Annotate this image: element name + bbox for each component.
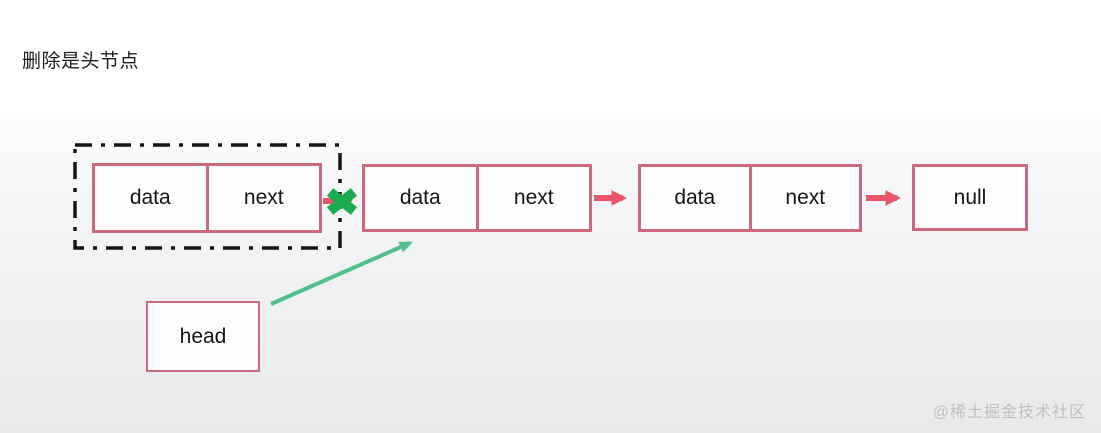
node-data-label: data — [129, 186, 171, 209]
node-data-cell: data — [641, 167, 749, 229]
head-box: head — [146, 301, 260, 372]
node-next-cell: next — [475, 167, 590, 229]
node-data-label: data — [674, 186, 716, 209]
page-title: 删除是头节点 — [22, 51, 140, 72]
watermark: @稀土掘金技术社区 — [932, 404, 1086, 421]
node-next-cell: next — [748, 167, 860, 229]
node-deleted: data next — [92, 163, 322, 233]
node-next-label: next — [243, 186, 284, 209]
null-box: null — [912, 164, 1028, 231]
node-2: data next — [362, 164, 592, 232]
node-3: data next — [638, 164, 862, 232]
node-data-cell: data — [365, 167, 476, 229]
null-label: null — [953, 185, 987, 209]
node-next-label: next — [785, 186, 826, 209]
delete-cross-icon — [326, 188, 358, 215]
node-next-cell: next — [205, 166, 320, 230]
head-pointer-arrow — [270, 241, 414, 306]
node-data-label: data — [399, 186, 441, 209]
node-next-label: next — [513, 186, 554, 209]
head-label: head — [179, 324, 227, 348]
node-data-cell: data — [95, 166, 206, 230]
